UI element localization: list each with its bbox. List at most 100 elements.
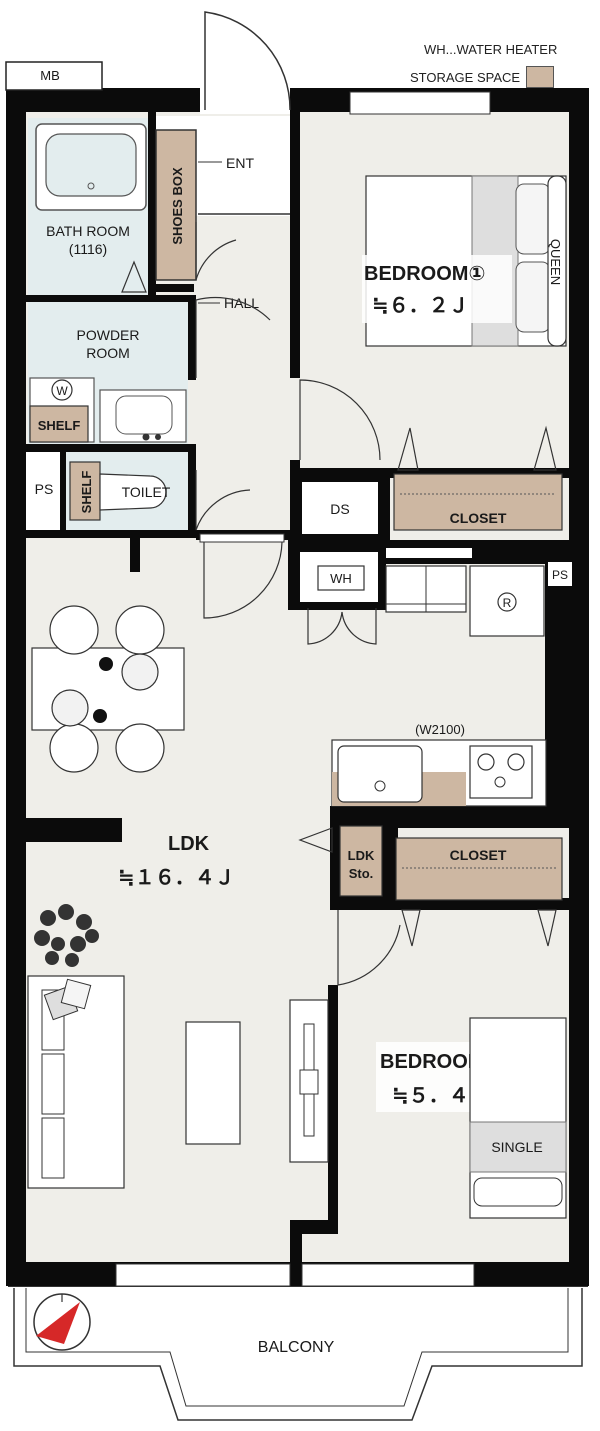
mb-box	[5, 61, 103, 91]
stove-burner-right	[507, 753, 525, 771]
wall-v-entry-right	[290, 88, 300, 378]
toilet-shelf	[69, 461, 101, 521]
shoes-box-label: SHOES BOX	[170, 167, 185, 245]
single-bed-pillow	[473, 1177, 563, 1207]
ps-left-box	[26, 452, 60, 530]
queen-label: QUEEN	[548, 239, 563, 285]
bedroom2-size: ≒５．４Ｊ	[392, 1085, 489, 1107]
toilet-icon	[99, 473, 167, 511]
legend-storage-label: STORAGE SPACE	[410, 69, 521, 85]
ldk-storage-label-2: Sto.	[349, 866, 374, 881]
bath-size-label: (1116)	[69, 241, 107, 257]
closet1-label: CLOSET	[450, 510, 507, 526]
stove-burner-back	[494, 776, 506, 788]
cup-icon-2	[93, 709, 107, 723]
wall-v-powder	[188, 300, 196, 380]
wall-v-bed2-low2	[290, 1220, 302, 1286]
wall-h-bed2-top	[330, 898, 570, 910]
storage-swatch	[526, 66, 555, 88]
hall-door-swing-icon	[195, 222, 237, 281]
toilet-label: TOILET	[122, 484, 171, 500]
bedroom2-door-swing-icon	[337, 910, 401, 986]
bedroom1-window	[349, 91, 491, 115]
wall-v-toilet	[188, 452, 196, 532]
balcony-inner-outline	[25, 1288, 569, 1407]
closet1-door-right	[533, 425, 557, 471]
ldk-size: ≒１６．４Ｊ	[118, 867, 235, 889]
sink-drain	[374, 780, 386, 792]
ldk-door-frame	[199, 533, 285, 543]
ent-label: ENT	[226, 155, 254, 171]
balcony-label: BALCONY	[258, 1339, 335, 1356]
cushion-icon-2	[60, 978, 92, 1010]
single-bed-blanket	[469, 1121, 567, 1173]
closet2-door-right	[537, 909, 557, 947]
powder-room-label-1: POWDER	[77, 327, 140, 343]
shoes-box-base	[152, 284, 194, 292]
powder-shelf-label: SHELF	[38, 418, 81, 433]
legend-storage: STORAGE SPACE	[410, 66, 555, 88]
ldk-storage-label-1: LDK	[348, 848, 375, 863]
bedroom2-window	[301, 1263, 475, 1287]
closet1	[393, 473, 563, 531]
bed-pillow-top	[515, 183, 551, 255]
bedroom1-size: ≒６．２Ｊ	[372, 295, 469, 317]
closet2-label: CLOSET	[450, 847, 507, 863]
wall-h-bath	[26, 295, 196, 302]
powder-room-label-2: ROOM	[86, 345, 130, 361]
cup-icon	[99, 657, 113, 671]
wh-label: WH	[330, 571, 352, 586]
ldk-label: LDK	[168, 833, 210, 855]
wh-box	[317, 565, 365, 591]
ldk-storage	[339, 825, 383, 897]
dining-chair-bottom-left	[49, 723, 99, 773]
compass-icon	[33, 1293, 91, 1351]
closet1-door-left	[397, 427, 419, 471]
tv-stand	[299, 1069, 319, 1095]
entrance-door-swing-icon	[204, 11, 291, 111]
sofa-seat-2	[41, 1053, 65, 1115]
toilet-door-swing-icon	[195, 470, 251, 531]
ldk-window	[115, 1263, 291, 1287]
wall-v-ps	[60, 452, 66, 532]
bath-step	[121, 260, 147, 293]
ldk-door-swing-icon	[203, 541, 283, 619]
wall-ldk-stub	[26, 818, 122, 842]
faucet-handle-icon	[155, 434, 161, 440]
coffee-table	[185, 1021, 241, 1145]
faucet-icon	[142, 433, 150, 441]
balcony-top-edge	[8, 1286, 588, 1287]
dining-chair-bottom-right	[115, 723, 165, 773]
balcony-outline	[13, 1288, 583, 1421]
ps-left-label: PS	[35, 481, 54, 497]
dining-chair-top-right	[115, 605, 165, 655]
entrance-opening	[200, 84, 290, 114]
bed-pillow-bottom	[515, 261, 551, 333]
hall-label: HALL	[224, 295, 259, 311]
plate-icon	[121, 653, 159, 691]
wall-h-powder	[26, 444, 196, 452]
wh-door-right-swing-icon	[341, 608, 377, 645]
shoes-box	[155, 129, 197, 281]
bath-room-label: BATH ROOM	[46, 223, 130, 239]
washer-icon	[51, 379, 73, 401]
wall-stub-left	[130, 534, 140, 572]
wall-h-toilet	[26, 530, 196, 538]
plate-icon-2	[51, 689, 89, 727]
ps-right-box	[548, 562, 572, 586]
fridge-mark: R	[503, 596, 512, 610]
plant-icon	[34, 904, 99, 967]
mb-label: MB	[40, 68, 60, 83]
sink-icon	[337, 745, 423, 803]
wall-v-bed2	[328, 985, 338, 1230]
ds-box	[302, 482, 378, 534]
stove-burner-left	[477, 753, 495, 771]
wh-door-left-swing-icon	[307, 608, 343, 645]
washer-mark: W	[56, 384, 68, 398]
stove-icon	[469, 745, 533, 799]
bathtub-drain	[87, 182, 95, 190]
toilet-shelf-label: SHELF	[79, 471, 94, 514]
powder-shelf	[29, 405, 89, 443]
wall-v-bath	[148, 112, 156, 298]
